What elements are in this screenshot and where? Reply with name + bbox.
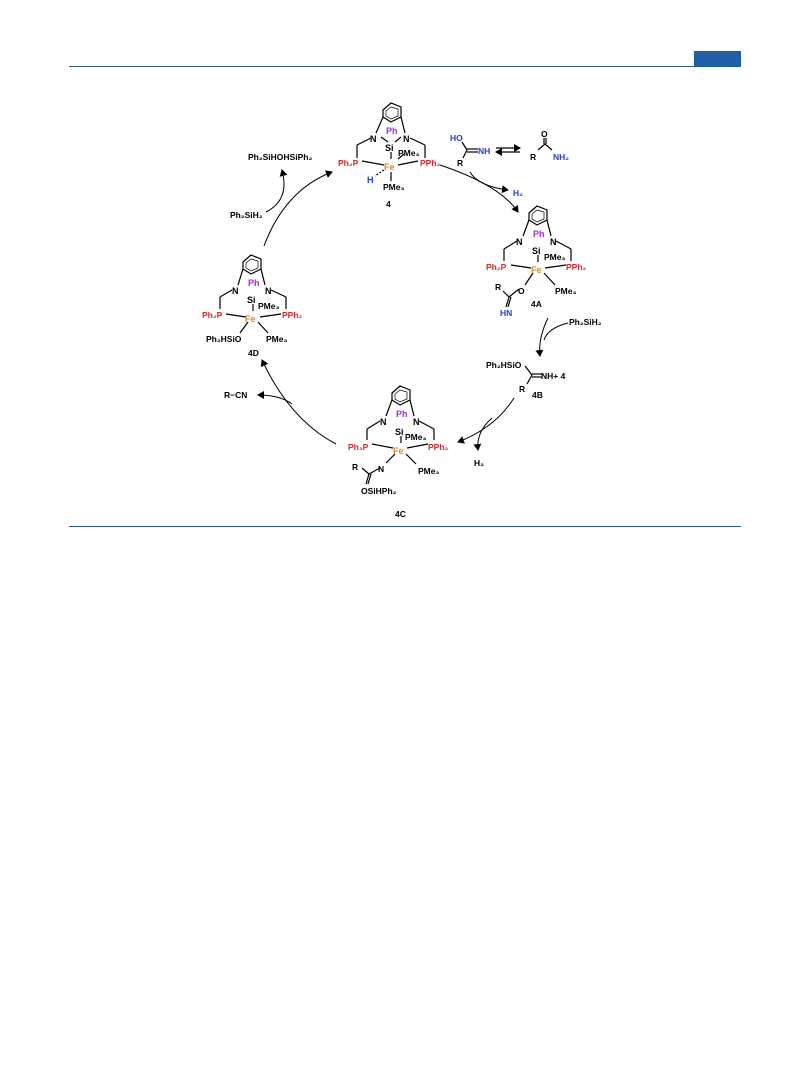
atom-nh-imidic: NH: [478, 146, 490, 156]
atom-r-imidic: R: [457, 158, 463, 168]
atom-fe-4D: Fe: [245, 314, 256, 324]
atom-fe-4A: Fe: [531, 265, 542, 275]
reagent-ph2hsio-4B: Ph₂HSiO: [486, 360, 522, 370]
atom-nh2-amide: NH₂: [553, 152, 569, 162]
atom-pme3-top-4A: PMe₃: [544, 252, 565, 262]
atom-pme3-top-4C: PMe₃: [405, 432, 426, 442]
atom-n-imidate-4C: N: [378, 464, 384, 474]
label-complex-4C: 4C: [395, 509, 406, 519]
reagent-ph2sih2-left: Ph₂SiH₂: [230, 210, 263, 220]
atom-o-4A: O: [518, 286, 525, 296]
atom-pme3-top-4D: PMe₃: [258, 301, 279, 311]
atom-n-left-4C: N: [380, 417, 387, 427]
bottom-rule: [69, 526, 741, 527]
atom-ph2p-4C: Ph₂P: [348, 442, 369, 452]
arrow-ph2sih2-in-right: [543, 322, 569, 341]
label-complex-4B: 4B: [532, 390, 543, 400]
atom-pph2-4: PPh₂: [420, 158, 441, 168]
label-complex-4A: 4A: [531, 299, 542, 309]
atom-n-left-4D: N: [232, 286, 239, 296]
reagent-ph2hsio-4D: Ph₂HSiO: [206, 334, 242, 344]
atom-hn-4A: HN: [500, 308, 512, 318]
arrow-4D-to-4: [263, 170, 333, 247]
reagent-h2-release-bottom: H₂: [474, 458, 484, 468]
arrow-nitrile-release: [257, 391, 293, 405]
arrow-h2-release-bottom: [473, 417, 493, 451]
top-rule: [69, 66, 741, 67]
label-complex-4: 4: [386, 199, 391, 209]
atom-r-4B: R: [519, 384, 525, 394]
atom-n-right-4D: N: [265, 286, 272, 296]
complex-4D: [219, 254, 287, 334]
atom-n-right-4A: N: [550, 237, 557, 247]
complex-4C: [361, 385, 435, 485]
reagent-h2-release-top: H₂: [513, 188, 523, 198]
atom-ph-4: Ph: [386, 126, 398, 136]
reagent-ph2sih2-right: Ph₂SiH₂: [569, 317, 602, 327]
atom-ph-4A: Ph: [533, 229, 545, 239]
arrow-h2-release-top: [469, 171, 509, 194]
reagent-nitrile: R−CN: [224, 390, 247, 400]
atom-si-4: Si: [385, 143, 394, 153]
atom-pme3-bottom-4D: PMe₃: [266, 334, 287, 344]
atom-si-4D: Si: [247, 295, 256, 305]
atom-ph-4C: Ph: [396, 409, 408, 419]
arrow-4A-to-4B: [535, 317, 549, 357]
atom-r-amide: R: [530, 152, 536, 162]
atom-pme3-bottom-4: PMe₃: [383, 182, 404, 192]
atom-o-amide: O: [541, 129, 548, 139]
atom-r-4A: R: [495, 282, 501, 292]
cycle-arrows: [257, 164, 569, 451]
atom-h-4: H: [367, 175, 374, 185]
atom-pph2-4D: PPh₂: [282, 310, 303, 320]
atom-si-4A: Si: [532, 246, 541, 256]
atom-pph2-4A: PPh₂: [566, 262, 587, 272]
atom-r-4C: R: [352, 462, 358, 472]
atom-fe-4: Fe: [384, 162, 395, 172]
atom-pme3-top-4: PMe₃: [398, 148, 419, 158]
reagent-nh-plus-4: NH+ 4: [541, 371, 566, 381]
complex-4A: [502, 205, 572, 308]
atom-ph2p-4A: Ph₂P: [486, 262, 507, 272]
atom-n-right-4C: N: [413, 417, 420, 427]
atom-ph2p-4D: Ph₂P: [202, 310, 223, 320]
arrow-4C-to-4D: [260, 359, 337, 445]
arrow-4-to-4A: [439, 164, 519, 213]
atom-pme3-bottom-4A: PMe₃: [555, 286, 576, 296]
reagent-osihph2-4C: OSiHPh₂: [361, 486, 397, 496]
atom-ho-imidic: HO: [450, 133, 463, 143]
atom-n-left-4A: N: [516, 237, 523, 247]
header-accent-bar: [694, 51, 741, 66]
intermediate-4B: [524, 365, 542, 385]
label-complex-4D: 4D: [248, 348, 259, 358]
atom-pph2-4C: PPh₂: [428, 442, 449, 452]
atom-ph2p-4: Ph₂P: [338, 158, 359, 168]
complex-4: [356, 102, 426, 181]
atom-si-4C: Si: [395, 427, 404, 437]
atom-n-left-4: N: [370, 134, 377, 144]
amide-tautomer: [461, 138, 553, 159]
atom-n-right-4: N: [403, 134, 410, 144]
atom-fe-4C: Fe: [393, 446, 404, 456]
reagent-ph2sihohsiph2: Ph₂SiHOHSiPh₂: [248, 152, 312, 162]
atom-ph-4D: Ph: [248, 278, 260, 288]
atom-pme3-bottom-4C: PMe₃: [418, 466, 439, 476]
arrow-disiloxane-release: [265, 169, 288, 213]
arrow-4B-to-4C: [457, 397, 515, 444]
